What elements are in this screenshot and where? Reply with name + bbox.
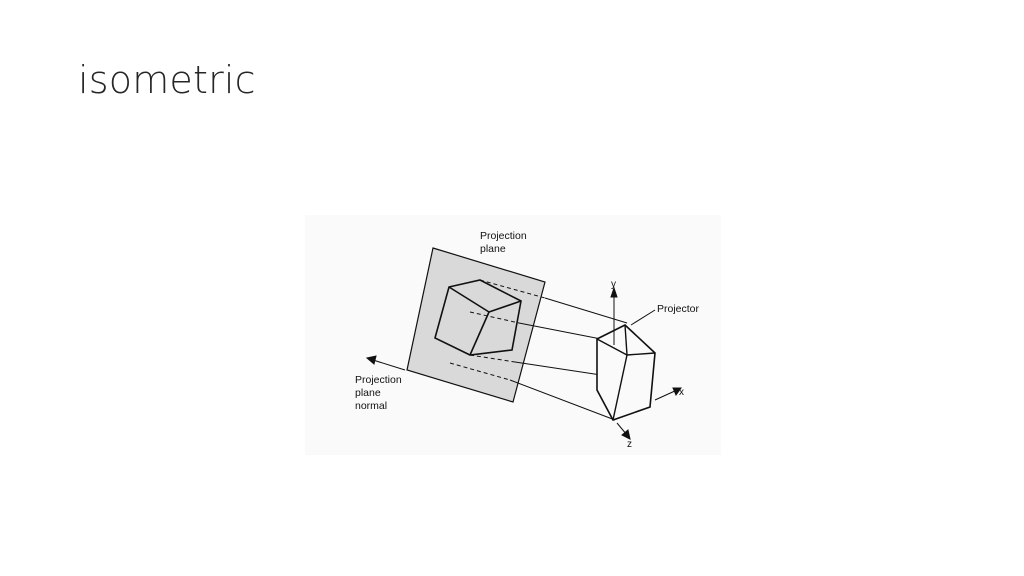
isometric-projection-figure: y x z Projector Projection plane Project…: [305, 215, 721, 455]
z-axis: [616, 422, 631, 440]
plane-normal-arrow: [365, 355, 406, 371]
axis-label-x: x: [679, 387, 684, 398]
axis-label-y: y: [611, 279, 616, 290]
projector-lines: [509, 297, 628, 421]
projector-label: Projector: [657, 303, 700, 315]
slide-title: isometric: [78, 58, 256, 102]
projector-leader-line: [630, 309, 656, 326]
axis-label-z: z: [627, 439, 632, 450]
x-axis: [654, 387, 682, 401]
projection-diagram: y x z Projector Projection plane Project…: [305, 215, 721, 455]
object-box-edges: [596, 324, 656, 421]
hidden-projector-lines: [449, 279, 546, 381]
projection-plane-label-line2: plane: [480, 243, 506, 255]
projection-plane-label-line1: Projection: [480, 230, 527, 242]
normal-label-line1: Projection: [355, 374, 402, 386]
projected-cube-image: [434, 279, 522, 356]
normal-label-line2: plane: [355, 387, 381, 399]
projection-plane: [406, 247, 546, 403]
normal-label-line3: normal: [355, 400, 387, 412]
y-axis: [610, 286, 618, 345]
